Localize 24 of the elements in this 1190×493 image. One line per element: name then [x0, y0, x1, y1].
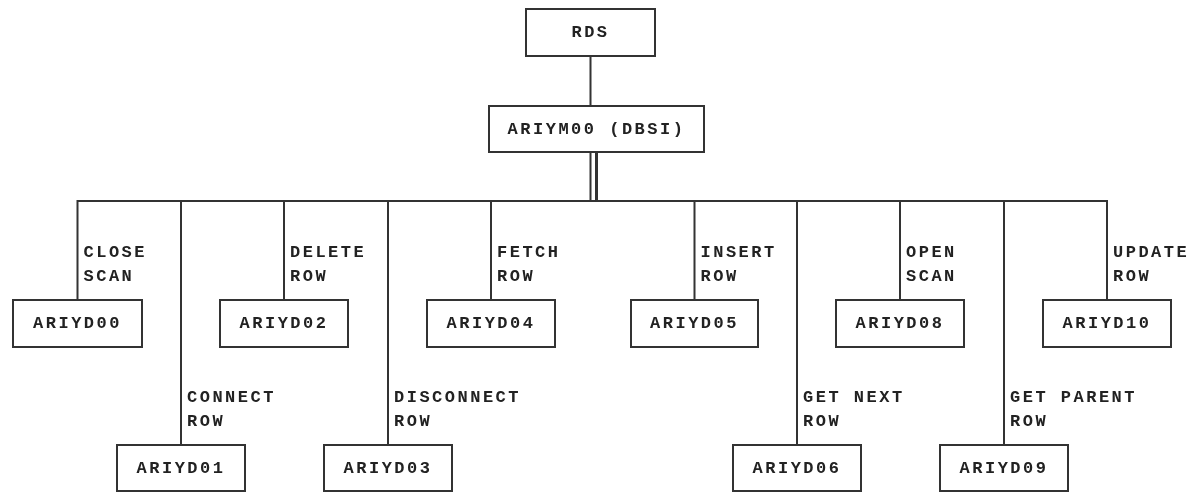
module-name: ARIYD09: [959, 458, 1049, 478]
module-name: ARIYD03: [343, 458, 433, 478]
module-name: ARIYD10: [1062, 314, 1152, 333]
module-name: ARIYD01: [136, 458, 226, 478]
module-name: ARIYD04: [446, 314, 536, 333]
module-box: [835, 299, 965, 348]
module-box: [630, 299, 759, 348]
module-name: ARIYD08: [855, 314, 945, 333]
module-name: ARIYD05: [650, 314, 739, 333]
module-name: ARIYD02: [239, 314, 329, 333]
module-box: [488, 105, 705, 153]
module-box: [426, 299, 556, 348]
module-box: [323, 444, 453, 492]
module-box: [939, 444, 1069, 492]
module-box: [1042, 299, 1172, 348]
module-name: ARIYD06: [752, 458, 842, 478]
module-name: ARIYM00 (DBSI): [507, 119, 686, 139]
module-box: [525, 8, 656, 57]
module-name: ARIYD00: [33, 314, 122, 333]
module-box: [732, 444, 862, 492]
module-box: [116, 444, 246, 492]
module-name: RDS: [571, 23, 610, 42]
module-box: [12, 299, 143, 348]
module-box: [219, 299, 349, 348]
